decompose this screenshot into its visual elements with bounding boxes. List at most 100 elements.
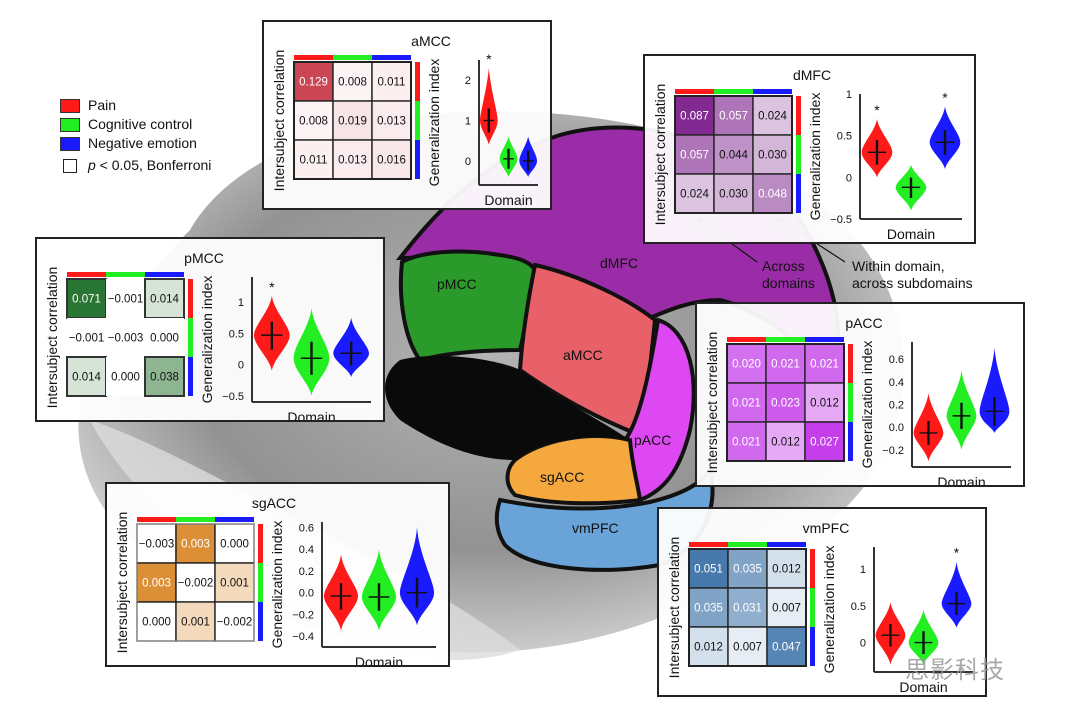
violin-ytick-label: −0.2 <box>882 445 904 457</box>
heatmap-cell-label: 0.129 <box>299 77 328 89</box>
heatmap-cell <box>713 173 754 214</box>
domain-bar-top <box>215 517 254 522</box>
domain-bar-right <box>415 101 420 140</box>
heatmap-cell-label: −0.002 <box>217 617 253 629</box>
domain-bar-right <box>796 96 801 135</box>
domain-bar-right <box>188 279 193 318</box>
domain-bar-top <box>294 55 333 60</box>
domain-bar-top <box>728 542 767 547</box>
domain-bar-top <box>689 542 728 547</box>
domain-bar-top <box>176 517 215 522</box>
heatmap-ylabel: Intersubject correlation <box>704 332 720 474</box>
heatmap-cell-label: 0.000 <box>142 617 171 629</box>
domain-bar-right <box>796 174 801 213</box>
violin-ylabel: Generalization index <box>807 93 823 221</box>
heatmap-cell-label: 0.057 <box>680 150 709 162</box>
heatmap-cell-label: 0.012 <box>771 437 800 449</box>
heatmap-cell-label: 0.014 <box>72 372 101 384</box>
heatmap-cell-label: 0.012 <box>772 564 801 576</box>
heatmap-cell-label: 0.031 <box>733 603 762 615</box>
domain-bar-top <box>727 337 766 342</box>
domain-bar-right <box>796 135 801 174</box>
violin-ylabel: Generalization index <box>269 521 285 649</box>
heatmap-cell <box>66 356 107 397</box>
violin-ytick-label: −0.2 <box>292 609 314 621</box>
heatmap-cell <box>136 562 177 603</box>
annotation-across-domains: Across domains <box>762 258 815 291</box>
heatmap-cell-label: 0.014 <box>150 294 179 306</box>
heatmap-border <box>674 95 793 214</box>
heatmap-cell-label: 0.020 <box>732 359 761 371</box>
heatmap-cell-label: 0.012 <box>810 398 839 410</box>
significance-star: * <box>486 51 492 67</box>
heatmap-ylabel: Intersubject correlation <box>271 50 287 192</box>
significance-star: * <box>954 545 960 561</box>
heatmap-cell <box>371 100 412 141</box>
legend-item-pain: Pain <box>60 96 211 115</box>
violin-ytick-label: −0.4 <box>292 631 314 643</box>
heatmap-cell <box>67 318 106 357</box>
domain-bar-right <box>415 62 420 101</box>
region-label-vmPFC: vmPFC <box>572 520 619 536</box>
heatmap-cell-label: 0.071 <box>72 294 101 306</box>
domain-bar-right <box>810 627 815 666</box>
heatmap-cell <box>145 318 184 357</box>
heatmap-cell-label: 0.051 <box>694 564 723 576</box>
legend-item-negative-emotion: Negative emotion <box>60 134 211 153</box>
corpus-callosum <box>385 355 630 460</box>
violin-negative-emotion <box>399 527 435 626</box>
heatmap-cell <box>674 134 715 175</box>
violin-ytick-label: 1 <box>860 564 866 576</box>
heatmap-cell-label: 0.003 <box>142 578 171 590</box>
chart-title: pACC <box>845 315 882 331</box>
violin-ytick-label: 1 <box>846 89 852 101</box>
chart-title: pMCC <box>184 250 224 266</box>
violin-xlabel: Domain <box>887 226 935 242</box>
legend-swatch-negative <box>60 136 80 151</box>
violin-ytick-label: 0.4 <box>889 377 904 389</box>
heatmap-cell <box>765 421 806 462</box>
violin-ytick-label: 1 <box>465 115 471 127</box>
domain-bar-top <box>675 89 714 94</box>
heatmap-cell-label: 0.019 <box>338 116 367 128</box>
violin-ylabel: Generalization index <box>426 59 442 187</box>
heatmap-cell-label: 0.023 <box>771 398 800 410</box>
heatmap-cell-label: 0.008 <box>338 77 367 89</box>
violin-xlabel: Domain <box>899 679 947 695</box>
heatmap-cell-label: 0.012 <box>694 642 723 654</box>
violin-ytick-label: 0.5 <box>229 328 244 340</box>
heatmap-border <box>136 523 255 642</box>
heatmap-cell <box>175 601 216 642</box>
heatmap-cell-label: 0.024 <box>680 189 709 201</box>
heatmap-cell-label: 0.021 <box>810 359 839 371</box>
heatmap-cell-label: 0.008 <box>299 116 328 128</box>
heatmap-cell <box>765 382 806 423</box>
heatmap-cell <box>727 548 768 589</box>
violin-ytick-label: 0.0 <box>889 422 904 434</box>
heatmap-cell <box>214 562 255 603</box>
heatmap-cell-label: 0.011 <box>300 155 328 167</box>
heatmap-cell <box>727 626 768 667</box>
heatmap-cell-label: 0.011 <box>378 77 406 89</box>
heatmap-cell-label: 0.038 <box>150 372 179 384</box>
chart-title: vmPFC <box>803 520 850 536</box>
legend-swatch-cognitive <box>60 117 80 132</box>
heatmap-cell <box>726 382 767 423</box>
heatmap-cell-label: 0.021 <box>732 437 761 449</box>
heatmap-ylabel: Intersubject correlation <box>652 84 668 226</box>
heatmap-cell-label: 0.047 <box>772 642 801 654</box>
heatmap-cell <box>106 318 145 357</box>
region-label-aMCC: aMCC <box>563 347 603 363</box>
heatmap-cell <box>766 626 807 667</box>
violin-ytick-label: 0.6 <box>299 522 314 534</box>
violin-ytick-label: 0 <box>860 638 866 650</box>
heatmap-cell-label: 0.087 <box>680 111 709 123</box>
domain-bar-right <box>188 318 193 357</box>
heatmap-cell-label: −0.003 <box>139 539 175 551</box>
heatmap-cell-label: 0.001 <box>181 617 210 629</box>
